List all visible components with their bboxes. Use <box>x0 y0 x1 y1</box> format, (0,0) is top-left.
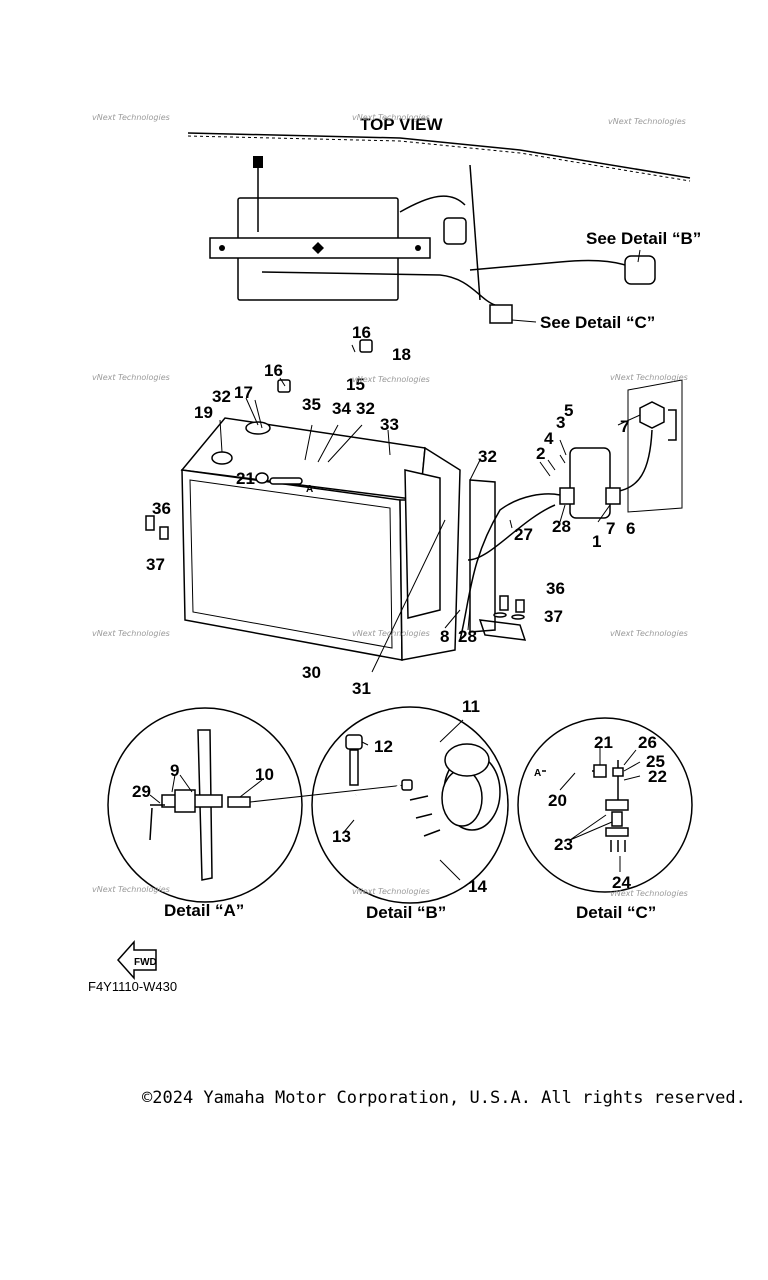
watermark-text: vNext Technologies <box>352 375 430 384</box>
detail-b <box>311 706 509 904</box>
part-number-32: 32 <box>356 399 375 418</box>
detail-caption: Detail “B” <box>366 903 446 922</box>
part-number-7: 7 <box>620 417 629 436</box>
part-number-10: 10 <box>255 765 274 784</box>
part-number-16: 16 <box>264 361 283 380</box>
part-number-21: 21 <box>236 469 255 488</box>
part-number-28: 28 <box>552 517 571 536</box>
top-view-title: TOP VIEW <box>360 115 443 134</box>
watermark-text: vNext Technologies <box>610 373 688 382</box>
part-number-32: 32 <box>212 387 231 406</box>
fwd-label: FWD <box>134 957 157 968</box>
part-number-37: 37 <box>146 555 165 574</box>
part-number-32: 32 <box>478 447 497 466</box>
callout-detail-c: See Detail “C” <box>540 313 655 332</box>
watermark-text: vNext Technologies <box>92 885 170 894</box>
detail-link-a-b <box>249 784 406 803</box>
part-number-16: 16 <box>352 323 371 342</box>
part-number-23: 23 <box>554 835 573 854</box>
drawing-code: F4Y1110-W430 <box>88 979 177 994</box>
part-number-34: 34 <box>332 399 351 418</box>
part-number-4: 4 <box>544 429 554 448</box>
part-number-31: 31 <box>352 679 371 698</box>
arrow-label-detail-c: A <box>534 768 541 779</box>
part-number-21: 21 <box>594 733 613 752</box>
detail-a <box>107 707 303 903</box>
part-number-13: 13 <box>332 827 351 846</box>
part-number-1: 1 <box>592 532 601 551</box>
part-number-30: 30 <box>302 663 321 682</box>
arrow-label-main: A <box>306 484 313 495</box>
part-number-2: 2 <box>536 444 545 463</box>
part-number-5: 5 <box>564 401 573 420</box>
watermark-text: vNext Technologies <box>352 629 430 638</box>
detail-c: A <box>517 717 693 893</box>
copyright-notice: ©2024 Yamaha Motor Corporation, U.S.A. A… <box>142 1088 746 1108</box>
watermark-text: vNext Technologies <box>92 629 170 638</box>
main-assembly: A <box>145 339 683 673</box>
part-number-11: 11 <box>462 697 480 716</box>
part-number-17: 17 <box>234 383 253 402</box>
part-number-14: 14 <box>468 877 487 896</box>
part-number-36: 36 <box>152 499 171 518</box>
part-number-8: 8 <box>440 627 449 646</box>
part-number-9: 9 <box>170 761 179 780</box>
part-number-3: 3 <box>556 413 565 432</box>
part-number-36: 36 <box>546 579 565 598</box>
part-number-7: 7 <box>606 519 615 538</box>
fwd-arrow-icon: FWD <box>116 940 157 980</box>
part-number-12: 12 <box>374 737 393 756</box>
part-number-22: 22 <box>648 767 667 786</box>
callout-detail-b: See Detail “B” <box>586 229 701 248</box>
watermark-text: vNext Technologies <box>92 113 170 122</box>
part-number-28: 28 <box>458 627 477 646</box>
detail-caption: Detail “A” <box>164 901 244 920</box>
part-number-19: 19 <box>194 403 213 422</box>
watermark-text: vNext Technologies <box>352 113 430 122</box>
watermark-text: vNext Technologies <box>352 887 430 896</box>
part-number-33: 33 <box>380 415 399 434</box>
detail-caption: Detail “C” <box>576 903 656 922</box>
part-number-27: 27 <box>514 525 533 544</box>
part-number-6: 6 <box>626 519 635 538</box>
watermark-text: vNext Technologies <box>608 117 686 126</box>
part-number-37: 37 <box>544 607 563 626</box>
part-number-18: 18 <box>392 345 411 364</box>
part-number-20: 20 <box>548 791 567 810</box>
part-number-15: 15 <box>346 375 365 394</box>
detail-captions: Detail “A” Detail “B” Detail “C” <box>164 901 656 922</box>
part-number-35: 35 <box>302 395 321 414</box>
top-view: TOP VIEW See Detail “B” See Detail “C” <box>187 115 701 332</box>
watermark-text: vNext Technologies <box>92 373 170 382</box>
part-number-25: 25 <box>646 752 665 771</box>
watermark-text: vNext Technologies <box>610 889 688 898</box>
part-number-26: 26 <box>638 733 657 752</box>
watermark-text: vNext Technologies <box>610 629 688 638</box>
part-number-24: 24 <box>612 873 631 892</box>
watermarks: vNext Technologies vNext Technologies vNex… <box>92 113 688 898</box>
part-number-29: 29 <box>132 782 151 801</box>
